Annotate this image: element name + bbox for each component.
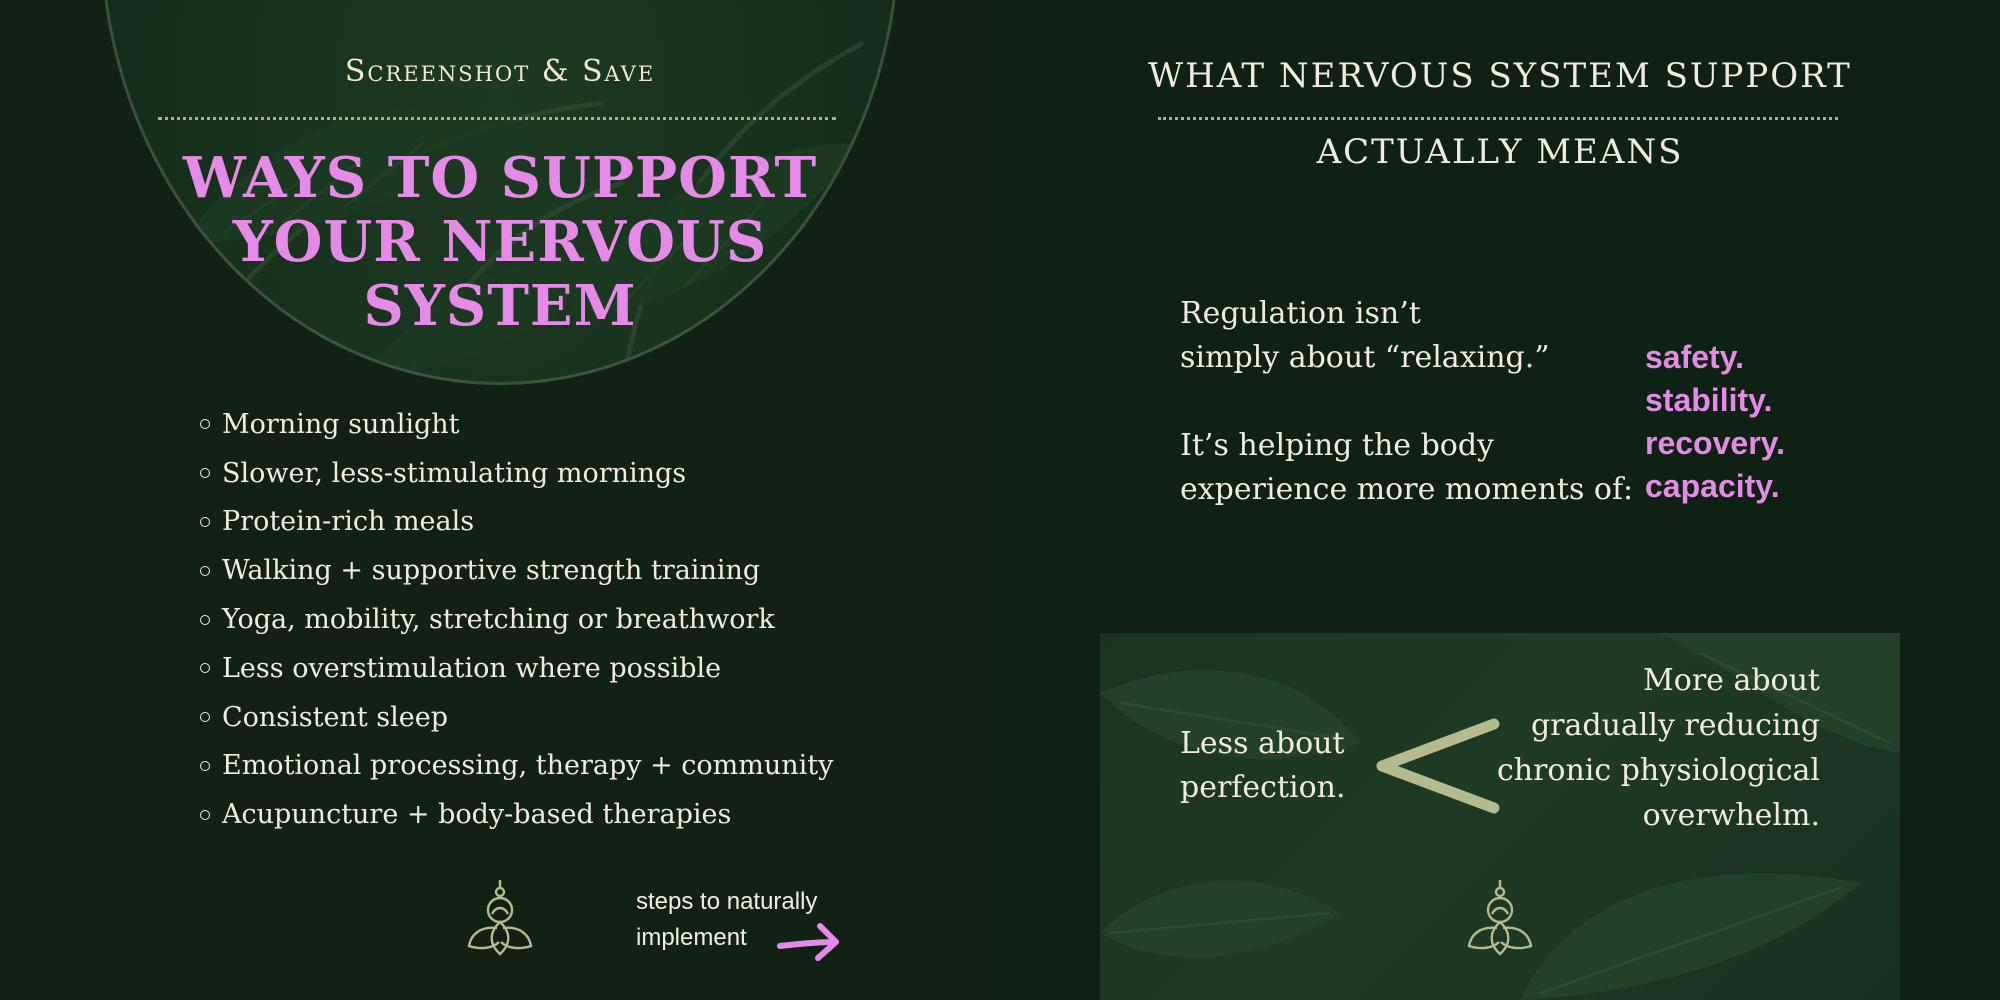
list-item: Slower, less-stimulating mornings: [200, 449, 833, 498]
tips-list: Morning sunlight Slower, less-stimulatin…: [200, 400, 833, 839]
bullet-icon: [200, 663, 210, 674]
list-item: Less overstimulation where possible: [200, 644, 833, 693]
section-title: What nervous system support: [1148, 56, 1852, 96]
list-item: Walking + supportive strength training: [200, 546, 833, 595]
bullet-icon: [200, 760, 210, 771]
list-item: Yoga, mobility, stretching or breathwork: [200, 595, 833, 644]
bullet-icon: [200, 419, 210, 430]
dotted-divider: [158, 117, 836, 120]
steps-caption: steps to naturally implement: [636, 888, 818, 951]
arrow-right-icon[interactable]: [776, 920, 842, 964]
lotus-logo-icon: [1467, 880, 1533, 956]
dotted-divider: [1158, 117, 1838, 120]
left-panel: Screenshot & Save Ways to support your n…: [100, 0, 900, 964]
list-item: Protein-rich meals: [200, 498, 833, 547]
bullet-icon: [200, 614, 210, 625]
list-item: Consistent sleep: [200, 693, 833, 742]
list-item: Morning sunlight: [200, 400, 833, 449]
bullet-icon: [200, 565, 210, 576]
lotus-logo-icon: [467, 880, 533, 956]
less-about-text: Less about perfection.: [1180, 726, 1346, 805]
word-stability: stability.: [1645, 382, 1773, 418]
bullet-icon: [200, 516, 210, 527]
word-capacity: capacity.: [1645, 468, 1780, 504]
section-title-continued: actually means: [1316, 132, 1684, 172]
key-words: safety. stability. recovery. capacity.: [1645, 336, 1785, 508]
list-item: Acupuncture + body-based therapies: [200, 790, 833, 839]
page-headline: Ways to support your nervous system: [182, 145, 818, 339]
word-safety: safety.: [1645, 339, 1745, 375]
regulation-text: Regulation isn’t simply about “relaxing.…: [1180, 296, 1634, 507]
screenshot-save-label: Screenshot & Save: [344, 54, 656, 89]
word-recovery: recovery.: [1645, 425, 1785, 461]
more-about-text: More about gradually reducing chronic ph…: [1496, 663, 1820, 833]
bullet-icon: [200, 712, 210, 723]
bullet-icon: [200, 809, 210, 820]
bullet-icon: [200, 468, 210, 479]
less-than-icon: [1376, 718, 1500, 814]
right-panel: What nervous system support actually mea…: [1000, 0, 2000, 1000]
list-item: Emotional processing, therapy + communit…: [200, 742, 833, 791]
